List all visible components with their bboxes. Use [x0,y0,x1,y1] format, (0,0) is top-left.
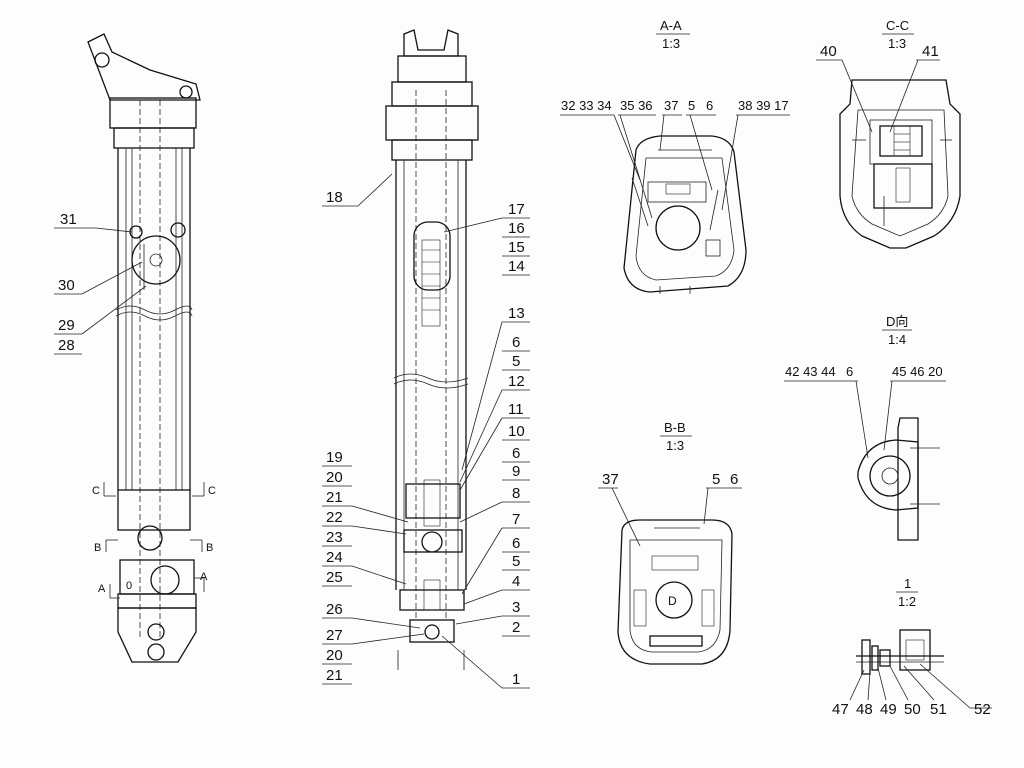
callout-24: 24 [326,549,343,566]
view-d-title: D向 [886,314,908,329]
view-c-c-label-40: 40 [820,43,837,60]
view-d-label-6: 6 [846,364,853,379]
callout-22: 22 [326,509,343,526]
callout-18: 18 [326,189,343,206]
section-mark-c-right: C [208,485,216,497]
callout-20b: 20 [326,647,343,664]
callout-10: 10 [508,423,525,440]
callout-5b: 5 [512,553,520,570]
view-b-b-label-5: 5 [712,471,720,488]
view-a-a: A-A 1:3 32 33 34 35 36 37 5 6 38 39 17 [560,18,790,294]
callout-20a: 20 [326,469,343,486]
view-1-label-47: 47 [832,701,849,718]
section-mark-a-left: A [98,583,106,595]
section-mark-b-left: B [94,542,101,554]
view-a-a-label-38-39-17: 38 39 17 [738,98,789,113]
callout-25: 25 [326,569,343,586]
callout-17: 17 [508,201,525,218]
callout-8: 8 [512,485,520,502]
view-a-a-label-35-36: 35 36 [620,98,653,113]
view-b-b-scale: 1:3 [666,438,684,453]
callout-16: 16 [508,220,525,237]
callout-27: 27 [326,627,343,644]
view-b-b-label-37: 37 [602,471,619,488]
callout-19: 19 [326,449,343,466]
view-b-b-inner-letter: D [668,594,677,608]
callout-2: 2 [512,619,520,636]
callout-13: 13 [508,305,525,322]
callout-15: 15 [508,239,525,256]
view-d-label-42-43-44: 42 43 44 [785,364,836,379]
view-a-a-scale: 1:3 [662,36,680,51]
mark-zero: 0 [126,580,132,592]
callout-29: 29 [58,317,75,334]
callout-21a: 21 [326,489,343,506]
view-a-a-title: A-A [660,18,682,33]
callout-30: 30 [58,277,75,294]
view-b-b-label-6: 6 [730,471,738,488]
callout-21b: 21 [326,667,343,684]
center-left-callouts: 18 19 20 21 22 23 24 25 26 27 20 21 [322,173,425,685]
center-right-callouts: 17 16 15 14 13 6 5 12 11 10 6 9 8 7 6 5 … [441,201,530,689]
section-mark-c-left: C [92,485,100,497]
view-1-label-49: 49 [880,701,897,718]
view-c-c-title: C-C [886,18,909,33]
callout-28: 28 [58,337,75,354]
callout-11: 11 [508,401,524,418]
view-1-label-50: 50 [904,701,921,718]
callout-4: 4 [512,573,520,590]
center-assembly [385,29,479,670]
view-1-label-48: 48 [856,701,873,718]
callout-26: 26 [326,601,343,618]
left-section-marks: C C B B A A 0 [92,482,216,599]
view-1-title: 1 [904,576,911,591]
callout-6a: 6 [512,334,520,351]
view-d-scale: 1:4 [888,332,906,347]
callout-6c: 6 [512,535,520,552]
callout-6b: 6 [512,445,520,462]
callout-9: 9 [512,463,520,480]
view-1-label-52: 52 [974,701,991,718]
view-b-b-title: B-B [664,420,686,435]
view-d-label-45-46-20: 45 46 20 [892,364,943,379]
callout-5a: 5 [512,353,520,370]
callout-31: 31 [60,211,77,228]
callout-12: 12 [508,373,525,390]
view-b-b: B-B 1:3 D 37 5 6 [598,420,742,665]
view-1-label-51: 51 [930,701,947,718]
view-c-c: C-C 1:3 40 41 [816,18,961,249]
view-1-detail: 1 1:2 47 48 49 50 51 52 [832,576,992,718]
section-mark-b-right: B [206,542,213,554]
view-1-scale: 1:2 [898,594,916,609]
callout-3: 3 [512,599,520,616]
section-mark-a-right: A [200,571,208,583]
view-a-a-label-37: 37 [664,98,678,113]
view-a-a-label-5: 5 [688,98,695,113]
view-d: D向 1:4 42 43 44 6 45 46 20 [784,314,946,541]
view-a-a-label-6: 6 [706,98,713,113]
left-assembly [87,33,201,663]
view-a-a-label-32-33-34: 32 33 34 [561,98,612,113]
left-callouts: 31 30 29 28 [54,211,147,355]
callout-23: 23 [326,529,343,546]
callout-1: 1 [512,671,520,688]
callout-14: 14 [508,258,525,275]
view-c-c-label-41: 41 [922,43,939,60]
view-c-c-scale: 1:3 [888,36,906,51]
callout-7: 7 [512,511,520,528]
